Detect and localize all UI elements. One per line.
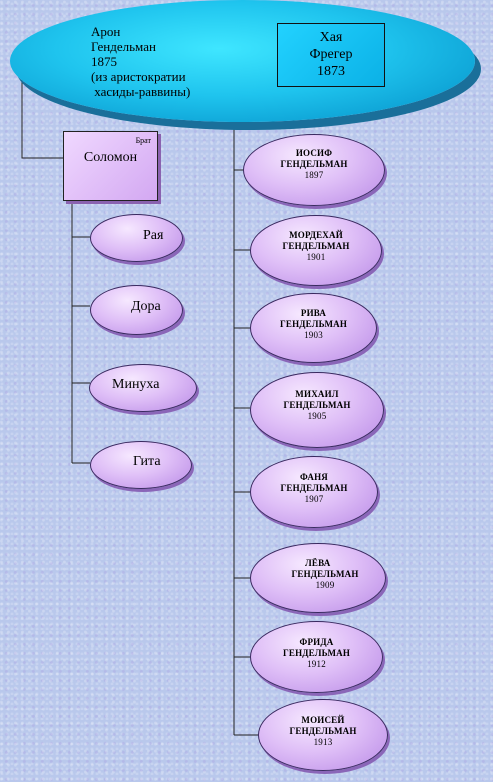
sister-name: Гита (133, 454, 161, 469)
sister-name: Минуха (112, 377, 160, 392)
sister-name: Рая (143, 228, 164, 243)
brother-name: Соломон (83, 150, 138, 165)
root-brother-connector (21, 66, 63, 159)
sister-node: Рая (90, 214, 183, 262)
sister-node: Минуха (89, 364, 197, 412)
sister-name: Дора (131, 299, 161, 314)
brother-tag: Брат (135, 136, 151, 145)
wife-node: Хая Фрегер 1873 (277, 23, 385, 87)
root-node-ellipse (10, 0, 475, 122)
brother-node: Брат Соломон (63, 131, 158, 201)
root-node-label: Арон Гендельман 1875 (из аристократии ха… (91, 24, 191, 99)
sister-node: Гита (90, 441, 192, 489)
sister-node: Дора (90, 285, 183, 335)
wife-year: 1873 (317, 64, 345, 79)
wife-last-name: Фрегер (309, 47, 353, 62)
wife-first-name: Хая (319, 30, 343, 45)
